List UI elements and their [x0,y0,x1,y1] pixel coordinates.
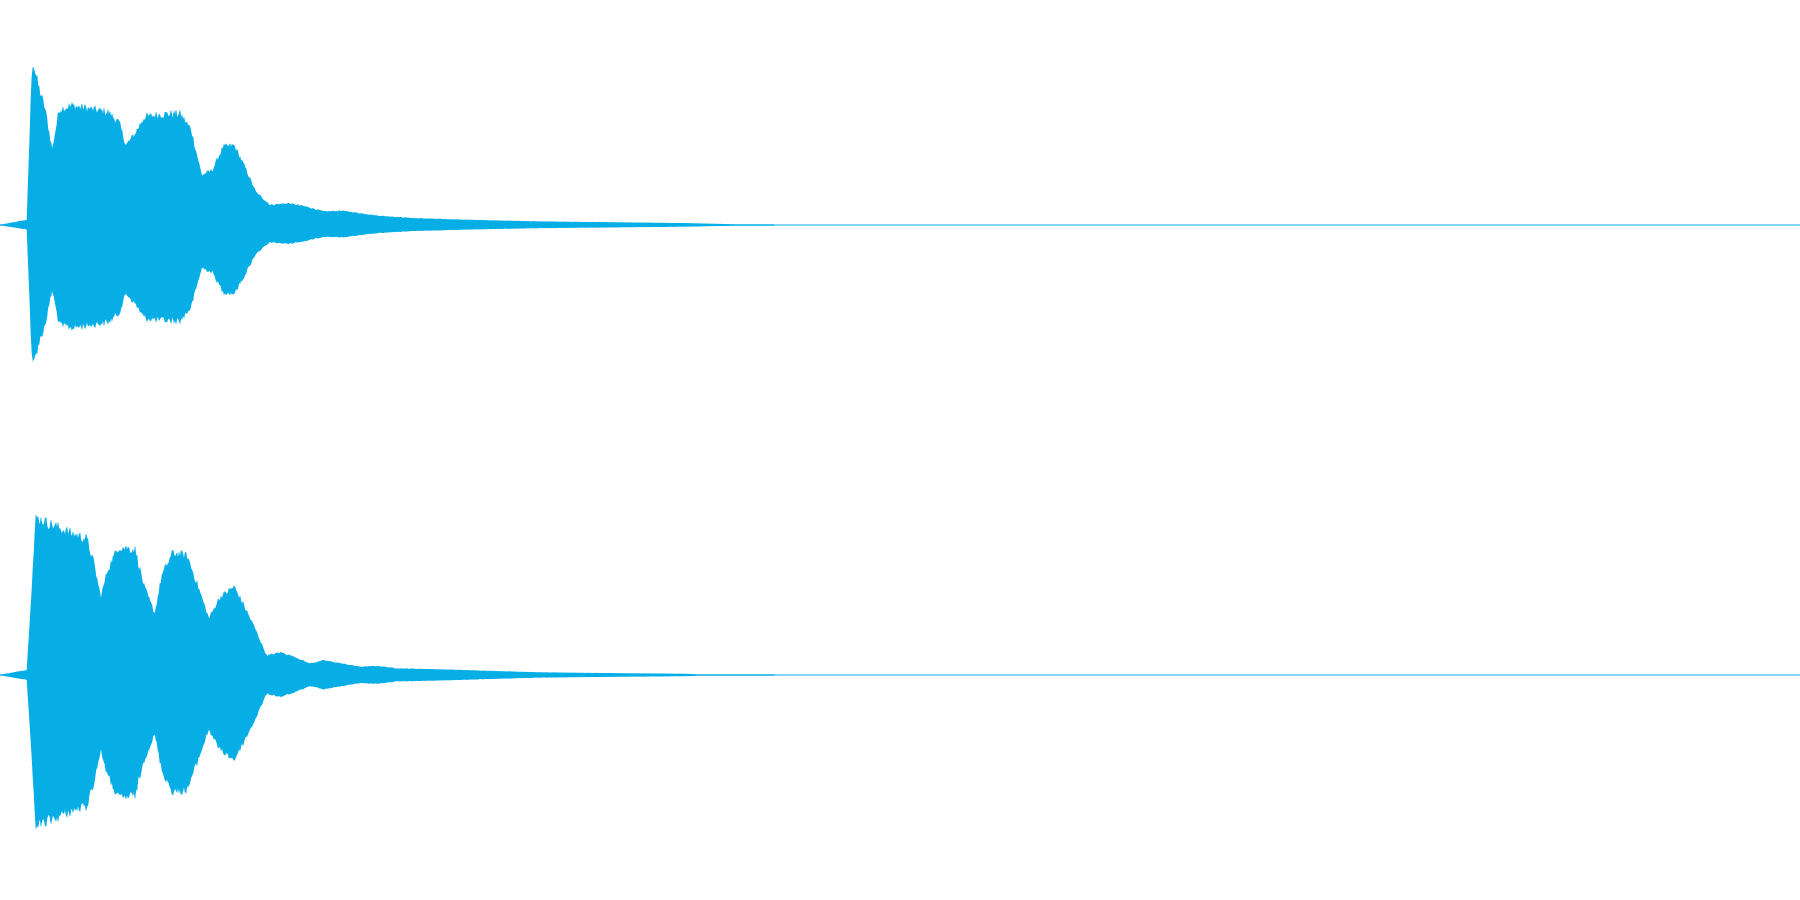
waveform-channel-right [0,514,1800,829]
waveform-channel-left [0,67,1800,362]
waveform-left [0,67,775,362]
waveform-right [0,514,775,829]
